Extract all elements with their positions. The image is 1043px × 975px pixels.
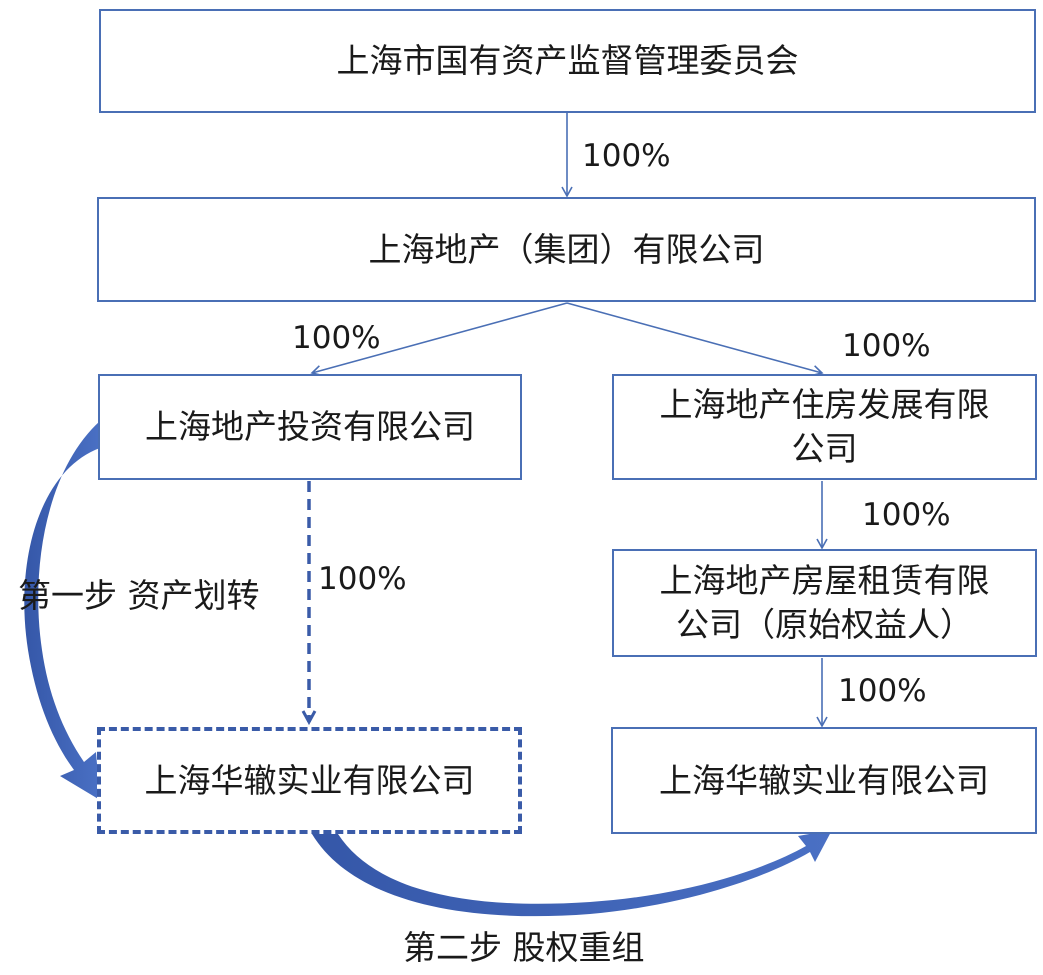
box-housing-development: 上海地产住房发展有限 公司 xyxy=(612,374,1037,480)
box-housing-rental: 上海地产房屋租赁有限 公司（原始权益人） xyxy=(612,549,1037,657)
step2-curved-arrow xyxy=(312,830,832,917)
pct-rental-to-huaxin: 100% xyxy=(838,673,927,709)
box-huaxin-right: 上海华辙实业有限公司 xyxy=(611,727,1037,834)
box-huaxin-left-label: 上海华辙实业有限公司 xyxy=(144,760,475,800)
box-housing-development-line1: 上海地产住房发展有限 xyxy=(659,385,990,425)
box-huaxin-right-label: 上海华辙实业有限公司 xyxy=(659,760,989,800)
box-housing-rental-line1: 上海地产房屋租赁有限 xyxy=(659,561,990,601)
box-land-group-label: 上海地产（集团）有限公司 xyxy=(368,229,765,269)
step2-label: 第二步 股权重组 xyxy=(403,928,645,967)
box-sasac: 上海市国有资产监督管理委员会 xyxy=(99,9,1036,113)
pct-group-to-invest: 100% xyxy=(292,320,381,356)
box-land-group: 上海地产（集团）有限公司 xyxy=(97,197,1036,302)
pct-group-to-housing: 100% xyxy=(842,328,931,364)
box-housing-rental-line2: 公司（原始权益人） xyxy=(676,605,973,644)
box-land-investment-label: 上海地产投资有限公司 xyxy=(145,407,475,447)
pct-invest-to-huaxin: 100% xyxy=(318,561,407,597)
box-housing-development-line2: 公司 xyxy=(791,429,858,468)
pct-housing-to-rental: 100% xyxy=(862,497,951,533)
box-land-investment: 上海地产投资有限公司 xyxy=(98,374,522,480)
step1-curved-arrow xyxy=(24,421,100,800)
step1-label: 第一步 资产划转 xyxy=(18,576,260,615)
pct-sasac-to-group: 100% xyxy=(582,138,671,174)
arrow-group-to-housing xyxy=(566,302,824,377)
arrow-group-to-invest xyxy=(310,302,568,377)
box-huaxin-left-dashed: 上海华辙实业有限公司 xyxy=(97,727,522,834)
box-sasac-label: 上海市国有资产监督管理委员会 xyxy=(336,41,799,81)
